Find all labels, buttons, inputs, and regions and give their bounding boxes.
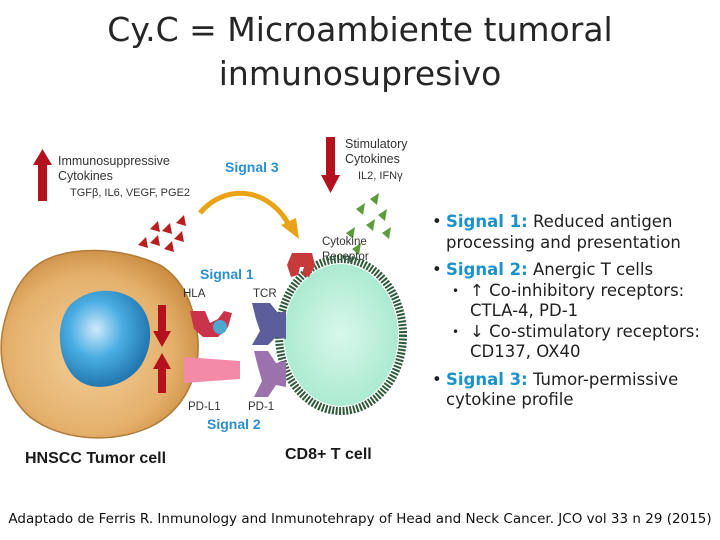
pd-1-receptor: [254, 351, 286, 397]
signal-1-label: Signal 1: [200, 266, 254, 282]
signal-3-bullet-label: Signal 3:: [446, 369, 528, 389]
tumor-cell-label: HNSCC Tumor cell: [25, 450, 166, 467]
stimulatory-label-1: Stimulatory: [345, 137, 408, 151]
pd-l1-ligand: [184, 357, 240, 383]
signal-1-bullet-label: Signal 1:: [446, 212, 528, 231]
signal-bullet-list: •Signal 1: Reduced antigen processing an…: [430, 212, 715, 411]
signal-2-bullet-text: Anergic T cells: [527, 260, 654, 279]
signal-2-label: Signal 2: [207, 416, 261, 432]
signal-2-bullet-label: Signal 2:: [446, 260, 528, 279]
slide-title: Cy.C = Microambiente tumoral inmunosupre…: [0, 8, 720, 96]
bullet-signal-2: •Signal 2: Anergic T cells: [432, 260, 654, 279]
cytokine-receptor: [287, 253, 315, 277]
bullet-signal-3: •Signal 3: Tumor-permissive cytokine pro…: [432, 369, 679, 410]
immune-synapse-diagram: Immunosuppressive Cytokines TGFβ, IL6, V…: [0, 137, 408, 467]
pd-1-label: PD-1: [248, 401, 274, 413]
signal-1-down-arrow-icon: [153, 305, 171, 347]
t-cell-ring: [275, 255, 407, 415]
signal-3-bullet-text: Tumor-permissive cytokine profile: [446, 369, 679, 410]
hla-label: HLA: [183, 288, 206, 300]
immunosuppressive-label-2: Cytokines: [58, 169, 113, 183]
t-cell-label: CD8+ T cell: [285, 446, 372, 463]
signal-1-bullet-text: Reduced antigen processing and presentat…: [446, 212, 681, 252]
tcr-label: TCR: [253, 288, 277, 300]
signal-2-up-arrow-icon: [153, 353, 171, 393]
bullet-co-stimulatory: •↓ Co-stimulatory receptors: CD137, OX40: [452, 321, 700, 362]
immunosuppressive-label-1: Immunosuppressive: [58, 154, 170, 168]
tumor-nucleus: [59, 290, 151, 387]
stimulatory-cytokines: [346, 193, 391, 255]
down-arrow-icon: [321, 137, 340, 193]
co-inhibitory-text: ↑ Co-inhibitory receptors: CTLA-4, PD-1: [470, 280, 685, 321]
stimulatory-label-2: Cytokines: [345, 152, 400, 166]
immunosuppressive-examples: TGFβ, IL6, VEGF, PGE2: [70, 187, 190, 199]
up-arrow-icon: [33, 149, 52, 201]
signal-3-label: Signal 3: [225, 159, 279, 175]
bullet-co-inhibitory: •↑ Co-inhibitory receptors: CTLA-4, PD-1: [452, 280, 685, 321]
t-cell-body: [284, 264, 398, 406]
signal-3-curved-arrow: [198, 190, 293, 229]
signal-3-arrowhead: [281, 218, 299, 239]
tcr-receptor: [252, 303, 286, 345]
cytokine-receptor-label-1: Cytokine: [322, 236, 367, 248]
citation-footer: Adaptado de Ferris R. Inmunology and Inm…: [8, 511, 712, 527]
hla-receptor: [190, 311, 232, 337]
stimulatory-examples: IL2, IFNγ: [358, 170, 403, 182]
title-line-2: inmunosupresivo: [218, 54, 502, 93]
immunosuppressive-cytokines: [138, 215, 186, 252]
pd-l1-label: PD-L1: [188, 401, 221, 413]
bullet-signal-1: •Signal 1: Reduced antigen processing an…: [432, 212, 681, 252]
title-line-1: Cy.C = Microambiente tumoral: [107, 10, 613, 49]
co-stimulatory-text: ↓ Co-stimulatory receptors: CD137, OX40: [470, 321, 700, 362]
